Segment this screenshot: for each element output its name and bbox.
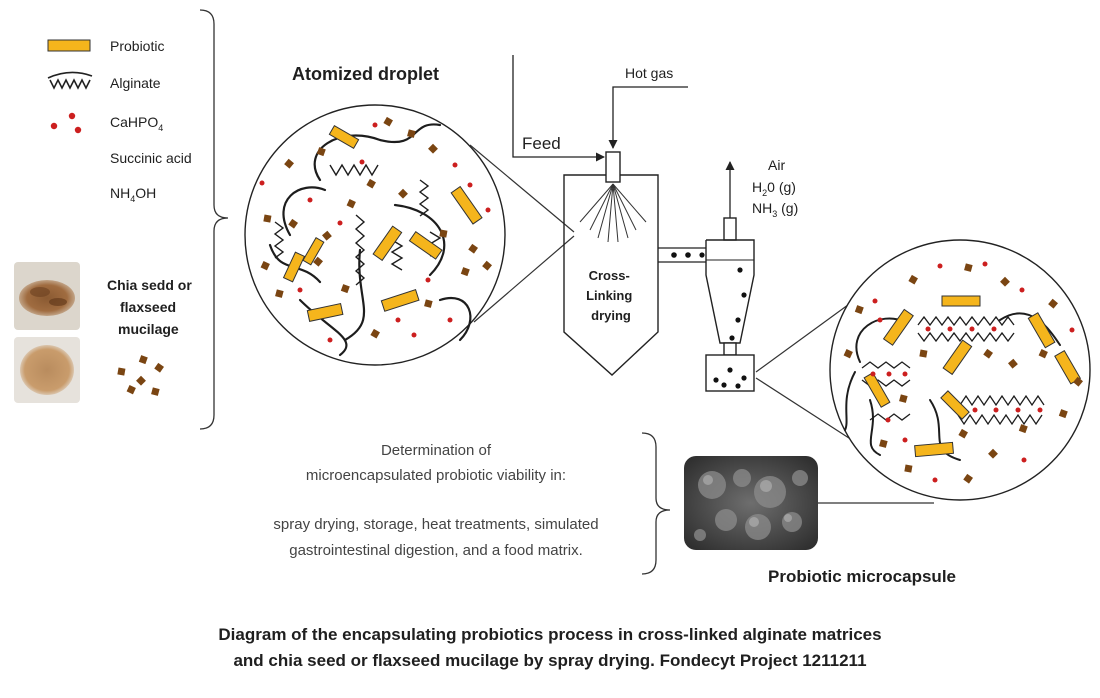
alginate-legend-icon bbox=[47, 71, 93, 90]
determination-line-1: Determination of bbox=[381, 442, 492, 459]
dryer-label: Cross- Linking drying bbox=[586, 268, 636, 323]
feed-line bbox=[512, 55, 605, 162]
nozzle-spray bbox=[579, 183, 647, 243]
atomized-droplet-title: Atomized droplet bbox=[292, 64, 439, 84]
legend-bracket bbox=[199, 9, 229, 430]
caption-line-1: Diagram of the encapsulating probiotics … bbox=[218, 625, 881, 644]
chia-seed-photo bbox=[14, 262, 80, 330]
nh3-label: NH3 (g) bbox=[752, 200, 798, 219]
legend-nh4oh-label: NH4OH bbox=[110, 185, 156, 204]
cyclone-separator bbox=[705, 217, 755, 392]
capsule-zoom-lines bbox=[755, 301, 853, 441]
hot-gas-line bbox=[608, 86, 688, 149]
determination-text: Determination of microencapsulated probi… bbox=[273, 442, 598, 559]
determination-line-3: spray drying, storage, heat treatments, … bbox=[273, 516, 598, 533]
legend-mucilage-label: Chia sedd or flaxseed mucilage bbox=[107, 277, 196, 337]
cahpo4-legend-icon bbox=[50, 112, 82, 134]
sem-microcapsule-image bbox=[684, 456, 818, 550]
probiotic-legend-icon bbox=[47, 39, 91, 52]
cyclone-particles bbox=[699, 252, 747, 389]
legend-probiotic-label: Probiotic bbox=[110, 38, 164, 54]
droplet-zoom-lines bbox=[469, 144, 575, 323]
mucilage-powder-photo bbox=[14, 337, 80, 403]
determination-bracket bbox=[641, 432, 671, 575]
feed-label: Feed bbox=[522, 134, 561, 153]
legend: Probiotic Alginate CaHPO4 Succinic acid … bbox=[14, 9, 229, 430]
h2o-label: H20 (g) bbox=[752, 179, 796, 198]
legend-alginate-label: Alginate bbox=[110, 75, 161, 91]
caption-line-2: and chia seed or flaxseed mucilage by sp… bbox=[233, 651, 866, 670]
mucilage-legend-icon bbox=[117, 355, 164, 396]
legend-cahpo4-label: CaHPO4 bbox=[110, 114, 163, 133]
transfer-duct bbox=[658, 247, 706, 263]
hot-gas-label: Hot gas bbox=[625, 65, 673, 81]
microcapsule-zoom bbox=[829, 239, 1091, 501]
determination-line-4: gastrointestinal digestion, and a food m… bbox=[289, 542, 583, 559]
microcapsule-label: Probiotic microcapsule bbox=[768, 567, 956, 586]
legend-succinic-label: Succinic acid bbox=[110, 150, 192, 166]
determination-line-2: microencapsulated probiotic viability in… bbox=[306, 467, 566, 484]
air-label: Air bbox=[768, 157, 785, 173]
spray-dryer bbox=[563, 151, 659, 376]
atomized-droplet bbox=[244, 104, 506, 366]
